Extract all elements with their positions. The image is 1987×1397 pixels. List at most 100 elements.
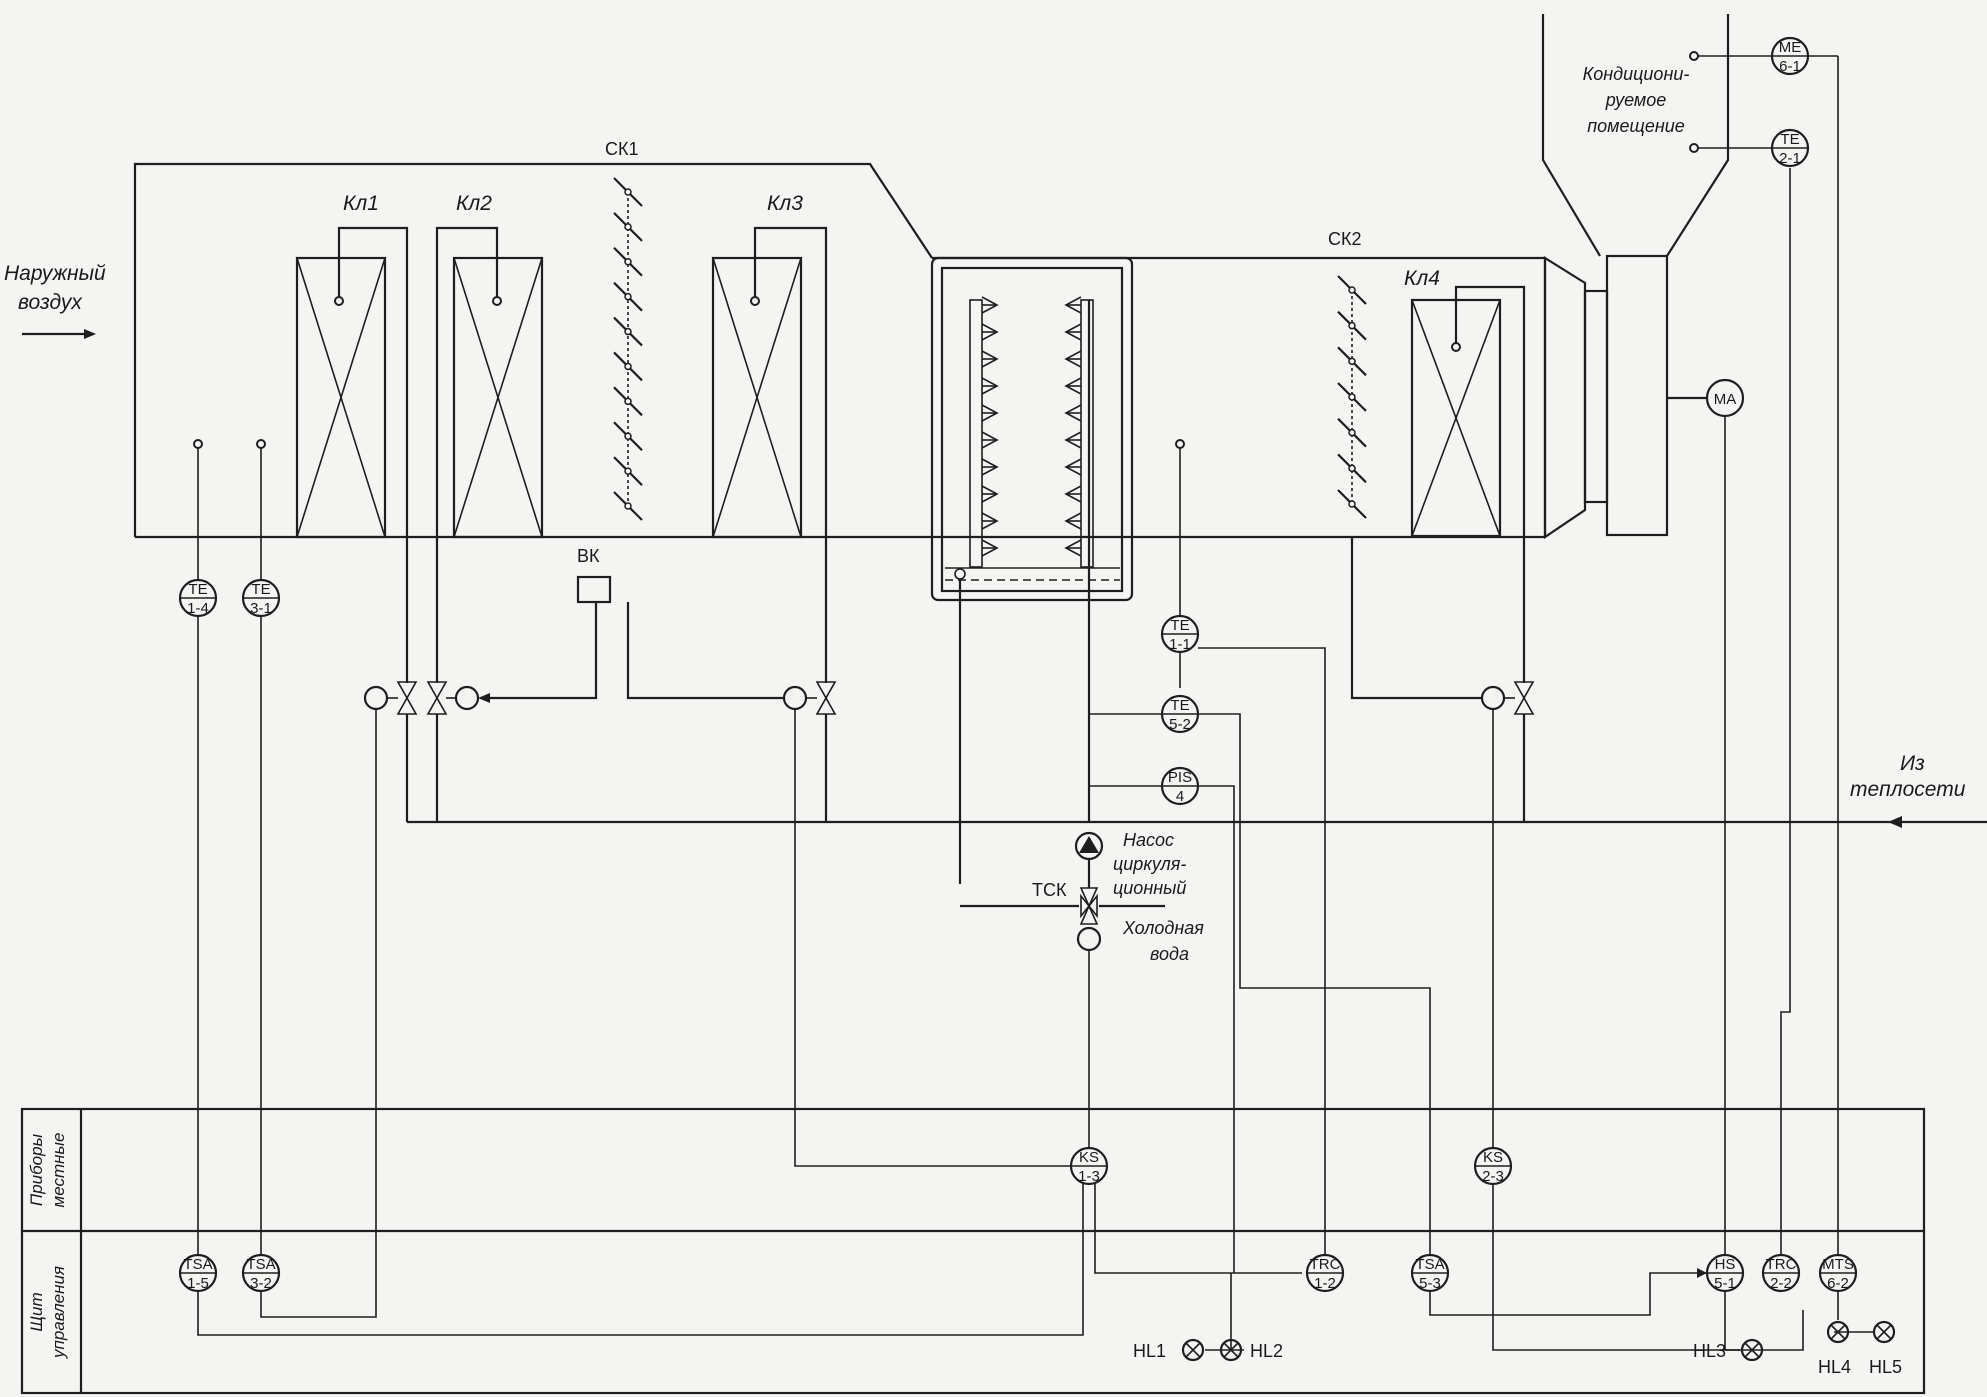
actuator-kl1-icon — [363, 685, 389, 711]
hl2-label: HL2 — [1250, 1341, 1283, 1361]
hl1-label: HL1 — [1133, 1341, 1166, 1361]
te-5-2-number: 5-2 — [1169, 716, 1191, 733]
three-way-valve-tsk: ТСК Холодная вода — [960, 880, 1204, 964]
tsa-5-3: TSA 5-3 — [1410, 1253, 1450, 1293]
lamp-hl2-icon — [1219, 1338, 1243, 1362]
lamp-hl4-icon — [1826, 1320, 1850, 1344]
te-1-1-number: 1-1 — [1169, 636, 1191, 653]
trc-1-2: TRC 1-2 — [1305, 1253, 1345, 1293]
panel-local-label-1: Приборы — [27, 1133, 46, 1206]
damper-pivot — [624, 327, 632, 336]
mts-6-2-number: 6-2 — [1827, 1275, 1849, 1292]
circulation-pump: Насос циркуля- ционный — [1074, 830, 1186, 898]
damper-pivot — [1348, 357, 1356, 366]
trc-1-2-number: 1-2 — [1314, 1275, 1336, 1292]
heater-kl4: Кл4 — [1404, 267, 1526, 683]
damper-pivot — [1348, 393, 1356, 401]
ks-2-3: KS 2-3 — [1473, 1146, 1513, 1186]
sk2-label: СК2 — [1328, 229, 1362, 249]
te-5-2: TE 5-2 — [1160, 694, 1200, 734]
panel-local-label-2: местные — [49, 1133, 68, 1208]
heater-kl3: Кл3 — [711, 192, 828, 683]
te-3-1-number: 3-1 — [250, 600, 272, 617]
signal-lines — [197, 55, 1874, 1351]
tsa-1-5-number: 1-5 — [187, 1275, 209, 1292]
damper-pivot — [1348, 464, 1356, 473]
actuator-kl3-icon — [782, 685, 808, 711]
ks-1-3-number: 1-3 — [1078, 1168, 1100, 1185]
room-sensor-tap-temperature — [1689, 143, 1699, 153]
tsk-actuator-icon — [1076, 926, 1102, 952]
hl5-label: HL5 — [1869, 1357, 1902, 1377]
damper-pivot — [1348, 428, 1356, 437]
lamp-hl5: HL5 — [1869, 1320, 1902, 1377]
room-label-2: руемое — [1605, 90, 1667, 110]
tsk-label: ТСК — [1032, 880, 1067, 900]
cold-water-label-2: вода — [1150, 944, 1189, 964]
spray-chamber — [930, 256, 1134, 884]
ma-motor: MA — [1705, 378, 1745, 418]
damper-pivot — [624, 397, 632, 406]
valve-kl3 — [626, 602, 837, 715]
ks-1-3-code: KS — [1079, 1149, 1099, 1166]
duct-section-1 — [133, 162, 1545, 539]
pump-icon — [1079, 836, 1099, 853]
pis-4: PIS 4 — [1160, 766, 1200, 806]
heat-network-label-1: Из — [1900, 752, 1925, 775]
trc-2-2: TRC 2-2 — [1761, 1253, 1801, 1293]
damper-pivot — [624, 188, 632, 196]
tsa-1-5-code: TSA — [183, 1256, 212, 1273]
lamp-hl5-icon — [1872, 1320, 1896, 1344]
me-6-1: ME 6-1 — [1770, 36, 1839, 76]
panel-control-label-2: управления — [49, 1266, 68, 1359]
tsa-5-3-code: TSA — [1415, 1256, 1444, 1273]
damper-actuator-bk: ВК — [490, 546, 612, 700]
panel-control-label-1: Щит — [27, 1292, 46, 1331]
heater-kl1: Кл1 — [295, 192, 409, 683]
me-6-1-number: 6-1 — [1779, 58, 1801, 75]
heater-kl2: Кл2 — [435, 192, 544, 683]
valve-kl2 — [426, 681, 490, 715]
control-panel: Приборы местные Щит управления — [20, 1107, 1926, 1395]
outside-air-inlet: Наружный воздух — [4, 262, 106, 339]
air-damper-sk2 — [1337, 275, 1367, 519]
te-1-4: TE 1-4 — [178, 578, 218, 618]
trc-2-2-number: 2-2 — [1770, 1275, 1792, 1292]
air-flow-arrow-icon — [84, 329, 96, 339]
pis-4-number: 4 — [1176, 788, 1184, 805]
damper-pivot — [624, 258, 632, 266]
damper-pivot — [1348, 286, 1356, 294]
te-2-1: TE 2-1 — [1770, 128, 1810, 168]
heat-network-label-2: теплосети — [1850, 778, 1966, 801]
ma-code: MA — [1714, 391, 1737, 408]
valve-kl1 — [363, 681, 418, 715]
kl1-label: Кл1 — [343, 192, 379, 215]
bk-label: ВК — [577, 546, 600, 566]
sk1-label: СК1 — [605, 139, 639, 159]
outside-air-label-1: Наружный — [4, 262, 106, 285]
conditioned-room: Кондициони- руемое помещение — [1541, 14, 1730, 257]
lamp-hl1: HL1 — [1133, 1338, 1205, 1362]
te-1-1: TE 1-1 — [1160, 614, 1200, 654]
te-2-1-number: 2-1 — [1779, 150, 1801, 167]
pump-label-1: Насос — [1123, 830, 1174, 850]
valve-kl4 — [1350, 537, 1535, 715]
hs-5-1: HS 5-1 — [1705, 1253, 1745, 1293]
pis-4-code: PIS — [1168, 769, 1192, 786]
hl3-label: HL3 — [1693, 1341, 1726, 1361]
ks-2-3-code: KS — [1483, 1149, 1503, 1166]
room-label-3: помещение — [1587, 116, 1685, 136]
te-1-1-code: TE — [1170, 617, 1189, 634]
te-5-2-code: TE — [1170, 697, 1189, 714]
tsa-3-2-number: 3-2 — [250, 1275, 272, 1292]
mts-6-2: MTS 6-2 — [1818, 1253, 1858, 1293]
damper-pivot — [624, 467, 632, 475]
lamp-hl3-icon — [1740, 1338, 1764, 1362]
damper-pivot — [624, 502, 632, 510]
spray-nozzles — [981, 296, 1082, 557]
te-3-1-code: TE — [251, 581, 270, 598]
te-2-1-code: TE — [1780, 131, 1799, 148]
lamp-hl4: HL4 — [1818, 1320, 1851, 1377]
air-damper-sk1 — [613, 177, 643, 521]
